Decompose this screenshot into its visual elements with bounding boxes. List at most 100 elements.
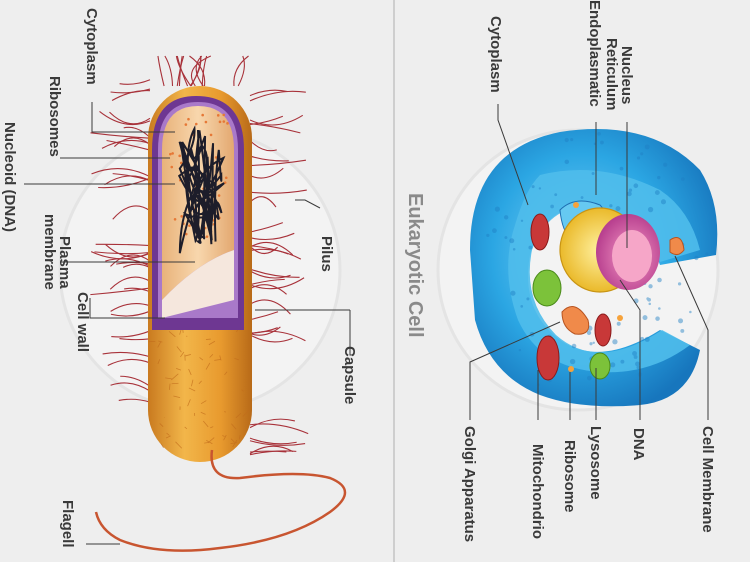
cytoplasm-dot <box>657 175 661 180</box>
cytoplasm-dot <box>492 228 497 234</box>
pilus-strand <box>249 445 294 455</box>
capsule-fiber <box>175 367 182 371</box>
ribosome-dot <box>218 120 222 124</box>
pilus-strand <box>189 55 202 87</box>
cytoplasm-dot <box>689 310 692 314</box>
capsule-fiber <box>230 442 238 444</box>
pilus-strand <box>249 123 301 134</box>
pilus-strand <box>176 55 189 87</box>
cytoplasm-dot <box>503 215 509 220</box>
capsule-fiber <box>205 362 211 370</box>
pilus-strand <box>94 251 151 255</box>
capsule-texture <box>148 324 250 449</box>
cytoplasm-dot <box>591 171 595 175</box>
capsule-fiber <box>202 420 209 428</box>
label-mitochondria: Mitochondrio <box>529 444 546 539</box>
pilus-strand <box>249 232 295 241</box>
cytoplasm-dot <box>520 305 524 308</box>
cytoplasm-dot <box>504 236 508 240</box>
pilus-strand <box>249 155 289 162</box>
cytoplasm-dot <box>509 238 515 244</box>
capsule-fiber <box>191 379 194 387</box>
capsule-fiber <box>204 441 210 444</box>
pilus-strand <box>249 311 279 321</box>
cytoplasm-dot <box>589 342 593 346</box>
pilus-strand <box>101 139 151 149</box>
capsule-fiber <box>157 341 162 348</box>
eukaryote-leaders <box>469 104 709 420</box>
cytoplasm-dot <box>647 206 654 213</box>
pilus-strand <box>249 241 294 256</box>
cytoplasm-dot <box>610 362 616 368</box>
pilus-strand <box>122 263 151 269</box>
capsule-fiber <box>209 354 214 358</box>
pilus-strand <box>102 351 151 358</box>
pilus-strand <box>249 245 289 255</box>
cytoplasm-dot <box>644 336 650 342</box>
pilus-strand <box>112 205 151 220</box>
capsule-fiber <box>188 387 196 392</box>
ribosome-dot <box>224 176 228 180</box>
ribosome-dot <box>170 165 174 169</box>
cytoplasm-dot <box>663 162 668 167</box>
label-flagellum: Flagell <box>59 500 76 548</box>
pili <box>90 55 309 456</box>
pilus-strand <box>189 55 206 87</box>
pilus-strand <box>120 375 151 387</box>
capsule-fiber <box>208 340 216 346</box>
pilus-strand <box>249 334 293 343</box>
ribosome-dot <box>169 152 172 156</box>
pilus-strand <box>237 55 245 87</box>
label-er-line1: Endoplasmatic <box>586 0 603 107</box>
capsule-fiber <box>184 354 191 357</box>
cytoplasm-dot <box>600 140 604 145</box>
lysosome-2 <box>589 352 611 380</box>
cytoplasm-dot <box>570 138 574 142</box>
ribosome-dot <box>223 181 227 184</box>
pilus-strand <box>249 196 277 208</box>
capsule-fiber <box>210 426 214 429</box>
cytoplasm-dot <box>512 247 516 251</box>
cytoplasm-dot <box>526 297 530 301</box>
pilus-strand <box>110 310 151 317</box>
cytoplasm-dot <box>640 152 644 156</box>
pilus-strand <box>233 55 249 87</box>
ribosome-dot <box>180 215 183 218</box>
capsule-fiber <box>180 351 185 358</box>
cytoplasm-dot <box>628 188 633 192</box>
capsule-fiber <box>159 423 164 427</box>
cytoplasm-dot <box>615 206 621 212</box>
capsule-fiber <box>165 377 172 380</box>
ribosome-dot <box>201 113 204 117</box>
capsule-fiber <box>169 383 171 390</box>
pilus-strand <box>105 244 151 258</box>
ribosome-dot <box>184 123 188 126</box>
pilus-strand <box>249 189 307 194</box>
pilus-strand <box>191 55 212 87</box>
capsule-fiber <box>214 359 221 361</box>
cytoplasm-dot <box>554 193 558 197</box>
cytoplasm-dot <box>531 185 535 189</box>
capsule-fiber <box>175 441 183 449</box>
pilus-strand <box>107 358 151 367</box>
ribosome-dot <box>184 232 188 236</box>
label-nucleus: Nucleus <box>618 46 635 104</box>
capsule-fiber <box>232 439 238 448</box>
capsule-fiber <box>165 435 171 439</box>
capsule-fiber <box>198 380 202 385</box>
cytoplasm-dot <box>586 330 592 336</box>
cytoplasm-dot <box>677 282 682 286</box>
capsule-fiber <box>173 395 181 399</box>
cytoplasm-dot <box>550 204 554 209</box>
prokaryote-leaders <box>24 102 352 545</box>
label-cell-wall: Cell wall <box>74 292 91 352</box>
pilus-strand <box>119 79 151 85</box>
mitochondrion-2 <box>536 335 560 381</box>
capsule-fiber <box>160 443 164 448</box>
cytoplasm-dot <box>592 341 595 344</box>
ribosome-dot <box>217 194 221 197</box>
ribosome-dot <box>171 152 174 155</box>
pilus-strand <box>90 132 151 139</box>
cytoplasm-dot <box>647 297 651 302</box>
pilus-strand <box>195 55 204 87</box>
